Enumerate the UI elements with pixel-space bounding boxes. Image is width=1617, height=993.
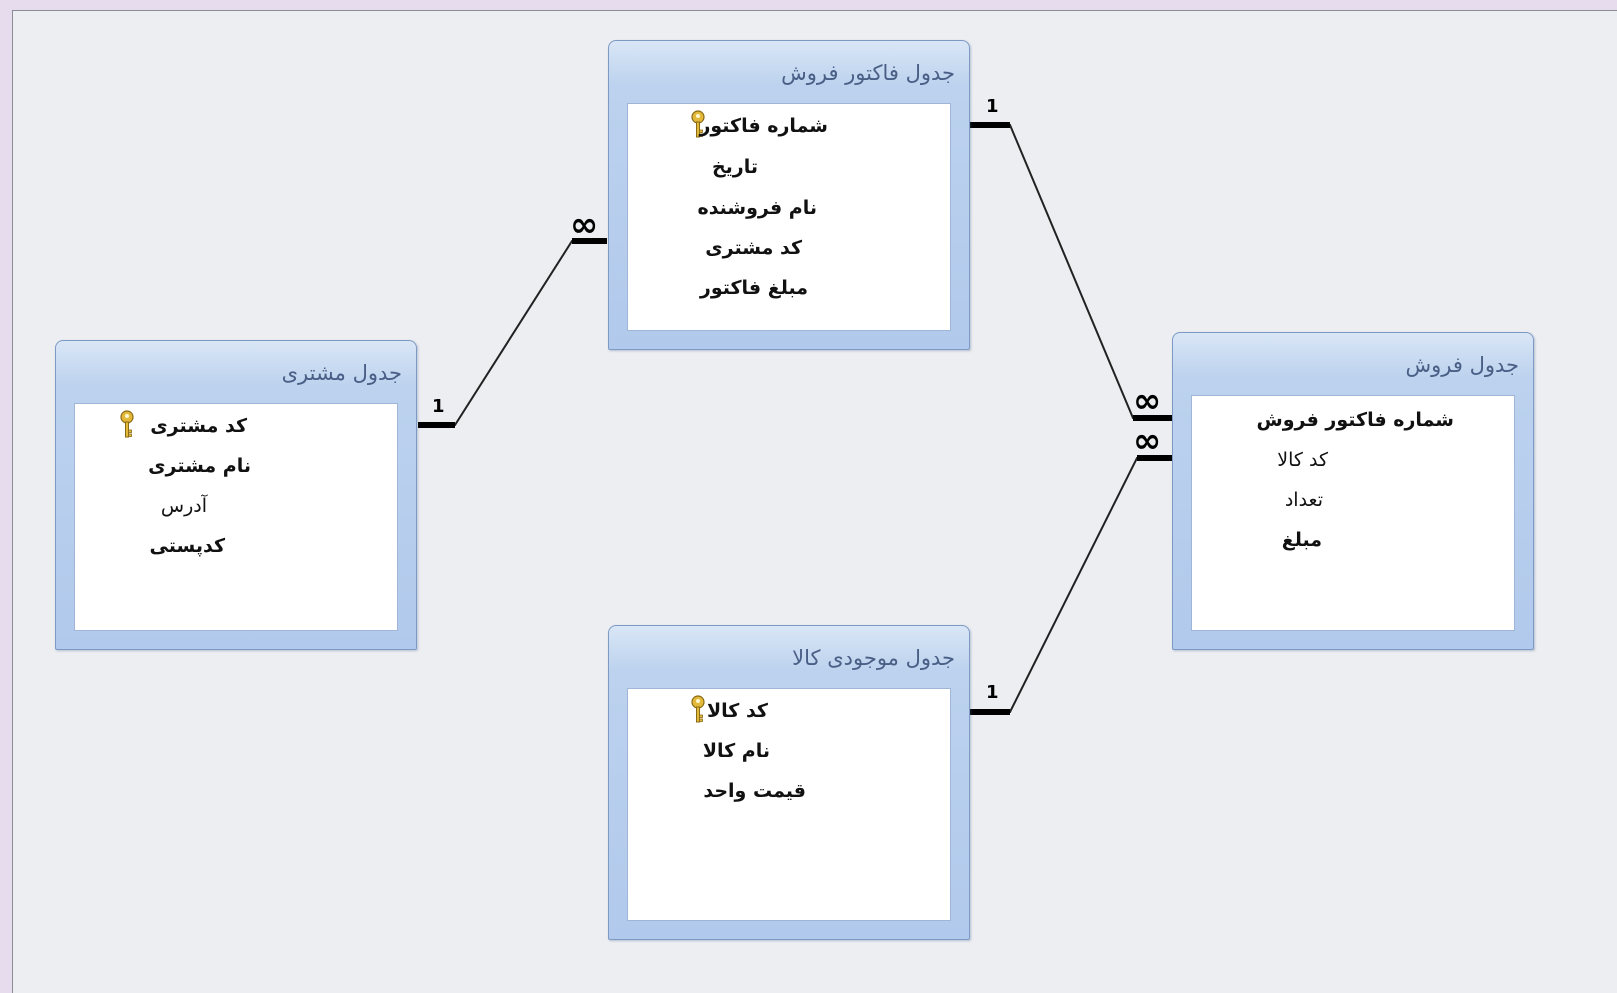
relationship-one-marker: 1 bbox=[432, 396, 445, 417]
relationship-one-marker: 1 bbox=[986, 96, 999, 117]
relationship-many-marker: ∞ bbox=[1133, 421, 1161, 461]
primary-key-icon bbox=[120, 410, 134, 438]
field-product-code[interactable]: کد کالا bbox=[707, 700, 768, 722]
relationship-many-marker: ∞ bbox=[1133, 381, 1161, 421]
table-sales[interactable]: جدول فروش شماره فاکتور فروش کد کالا تعدا… bbox=[1172, 332, 1534, 650]
field-list[interactable]: کد کالا نام کالا قیمت واحد bbox=[627, 688, 951, 921]
table-customer[interactable]: جدول مشتری کد مشتری نام مشتری آدرس کدپست… bbox=[55, 340, 417, 650]
primary-key-icon bbox=[691, 110, 705, 138]
field-address[interactable]: آدرس bbox=[160, 495, 207, 517]
table-title[interactable]: جدول مشتری bbox=[281, 361, 402, 385]
field-product-code[interactable]: کد کالا bbox=[1277, 449, 1328, 471]
field-customer-name[interactable]: نام مشتری bbox=[148, 455, 251, 477]
field-quantity[interactable]: تعداد bbox=[1284, 489, 1323, 511]
field-seller-name[interactable]: نام فروشنده bbox=[697, 197, 817, 219]
relationship-many-marker: ∞ bbox=[570, 205, 598, 245]
field-list[interactable]: شماره فاکتور تاریخ نام فروشنده کد مشتری … bbox=[627, 103, 951, 331]
table-title[interactable]: جدول فروش bbox=[1405, 353, 1519, 377]
table-inventory[interactable]: جدول موجودی کالا کد کالا نام کالا قیمت و… bbox=[608, 625, 970, 940]
table-invoice[interactable]: جدول فاکتور فروش شماره فاکتور تاریخ نام … bbox=[608, 40, 970, 350]
table-title[interactable]: جدول موجودی کالا bbox=[792, 646, 955, 670]
table-title[interactable]: جدول فاکتور فروش bbox=[781, 61, 955, 85]
field-invoice-number[interactable]: شماره فاکتور bbox=[699, 115, 828, 137]
field-list[interactable]: شماره فاکتور فروش کد کالا تعداد مبلغ bbox=[1191, 395, 1515, 631]
field-customer-code[interactable]: کد مشتری bbox=[150, 415, 247, 437]
field-date[interactable]: تاریخ bbox=[711, 156, 758, 178]
relationship-one-marker: 1 bbox=[986, 682, 999, 703]
field-sales-invoice-number[interactable]: شماره فاکتور فروش bbox=[1256, 409, 1454, 431]
field-invoice-amount[interactable]: مبلغ فاکتور bbox=[699, 277, 808, 299]
field-amount[interactable]: مبلغ bbox=[1281, 529, 1322, 551]
field-list[interactable]: کد مشتری نام مشتری آدرس کدپستی bbox=[74, 403, 398, 631]
field-product-name[interactable]: نام کالا bbox=[702, 740, 770, 762]
field-unit-price[interactable]: قیمت واحد bbox=[703, 780, 806, 802]
field-postal-code[interactable]: کدپستی bbox=[149, 535, 225, 557]
field-customer-code[interactable]: کد مشتری bbox=[705, 237, 802, 259]
primary-key-icon bbox=[691, 695, 705, 723]
